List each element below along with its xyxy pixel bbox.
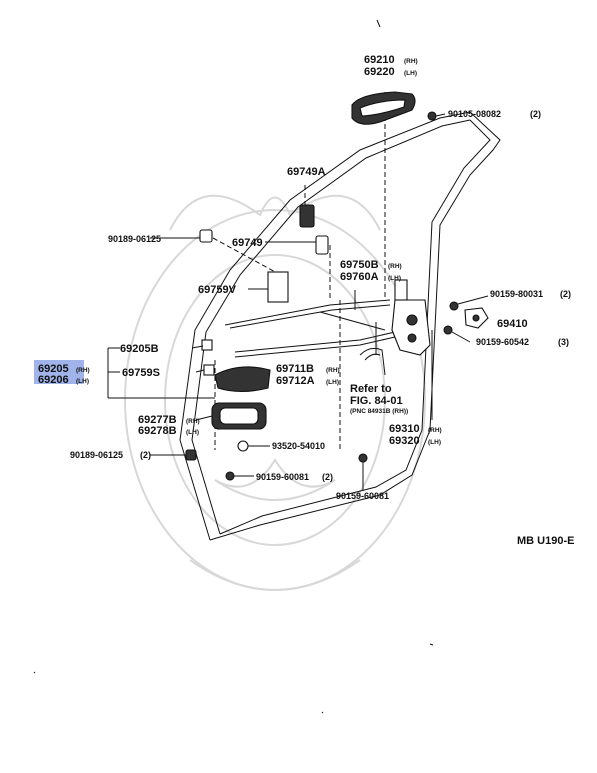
label-90159-80031[interactable]: 90159-80031 (490, 289, 543, 299)
selected-part-highlight (34, 360, 84, 384)
screw-top (427, 111, 446, 121)
sfx-lh: (LH) (404, 70, 417, 77)
sfx-lh-6: (LH) (428, 439, 441, 446)
sfx-lh-2: (LH) (388, 275, 401, 282)
label-69711b[interactable]: 69711B (276, 363, 314, 375)
sfx-lh-3: (LH) (76, 378, 89, 385)
outer-handle (351, 91, 416, 125)
qty-screw-right2: (3) (558, 337, 569, 347)
sfx-rh-5: (RH) (186, 418, 200, 425)
protector (267, 271, 289, 303)
sfx-lh-5: (LH) (186, 429, 199, 436)
sfx-rh-3: (RH) (76, 367, 90, 374)
scan-specks (33, 19, 434, 714)
sfx-rh: (RH) (404, 58, 418, 65)
door-outline (179, 111, 501, 541)
label-69220[interactable]: 69220 (364, 66, 395, 78)
qty-screw-right1: (2) (560, 289, 571, 299)
label-69320[interactable]: 69320 (389, 435, 420, 447)
svg-text:69210: 69210 (364, 54, 395, 66)
label-90159-60542[interactable]: 90159-60542 (476, 337, 529, 347)
refer-pnc-label: (PNC 84931B (RH)) (350, 408, 408, 415)
clip-left (199, 229, 213, 243)
label-69759s[interactable]: 69759S (122, 367, 160, 379)
label-90189-06125-bottom[interactable]: 90189-06125 (70, 450, 123, 460)
label-69760a[interactable]: 69760A (340, 271, 379, 283)
clips-bottom (185, 449, 368, 490)
label-69205[interactable]: 69205 (38, 363, 69, 375)
label-69410[interactable]: 69410 (497, 318, 528, 330)
label-leaders (107, 237, 433, 456)
refer-to-label: Refer to (350, 383, 392, 395)
label-69205b[interactable]: 69205B (120, 343, 159, 355)
label-90189-06125[interactable]: 90189-06125 (108, 234, 161, 244)
label-69712a[interactable]: 69712A (276, 375, 315, 387)
qty-screw-top: (2) (530, 109, 541, 119)
label-69749[interactable]: 69749 (232, 237, 263, 249)
screw-bezel (237, 440, 270, 452)
lock-assembly (391, 279, 431, 356)
rod-clip-upper (299, 204, 329, 255)
label-69759v[interactable]: 69759V (198, 284, 237, 296)
sfx-lh-4: (LH) (326, 379, 339, 386)
label-90159-60081[interactable]: 90159-60081 (256, 472, 309, 482)
label-69206[interactable]: 69206 (38, 374, 69, 386)
label-90159-60081-lower[interactable]: 90159-60081 (336, 491, 389, 501)
sfx-rh-2: (RH) (388, 263, 402, 270)
striker (464, 307, 489, 329)
qty-clip-bottom: (2) (140, 450, 151, 460)
sfx-rh-6: (RH) (428, 427, 442, 434)
inner-handle (201, 339, 271, 393)
label-93520-54010[interactable]: 93520-54010 (272, 441, 325, 451)
sfx-rh-4: (RH) (326, 367, 340, 374)
label-69210: 69210 (364, 54, 395, 66)
part-labels[interactable]: 69210 (RH) 69220 (LH) 90105-08082 (2) 69… (38, 54, 574, 547)
label-69278b[interactable]: 69278B (138, 425, 177, 437)
refer-fig-label[interactable]: FIG. 84-01 (350, 395, 403, 407)
qty-screw-bottom1: (2) (322, 472, 333, 482)
bezel (211, 402, 267, 430)
figure-code: MB U190-E (517, 535, 574, 547)
watermark-emblem (124, 194, 426, 591)
label-90105-08082[interactable]: 90105-08082 (448, 109, 501, 119)
label-69749a[interactable]: 69749A (287, 166, 326, 178)
label-69277b[interactable]: 69277B (138, 414, 177, 426)
screws-right (443, 295, 489, 343)
label-69750b[interactable]: 69750B (340, 259, 379, 271)
label-69310[interactable]: 69310 (389, 423, 420, 435)
